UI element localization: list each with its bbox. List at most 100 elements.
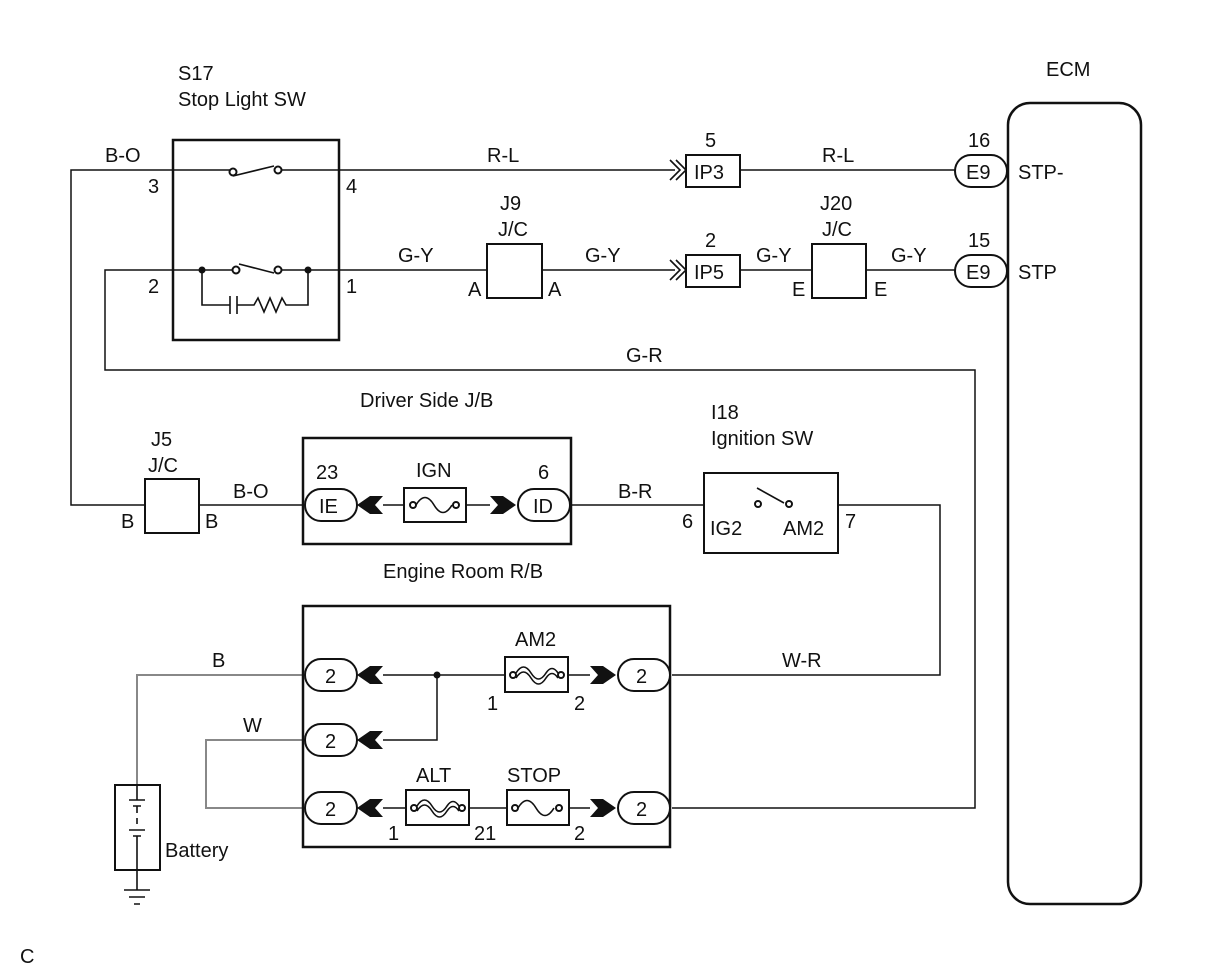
ignition-sw-name: Ignition SW (711, 428, 813, 450)
ignition-sw-code: I18 (711, 402, 739, 424)
ip5-pin: 2 (705, 230, 716, 252)
j5-box (144, 478, 200, 534)
connector-arrow-icon (490, 496, 516, 514)
wire-label-w: W (243, 715, 262, 737)
sw-pin-3: 3 (148, 176, 159, 198)
id-connector (517, 488, 571, 522)
connector-e9-top: 16 E9 (954, 130, 1008, 188)
wire-label-b-o-top: B-O (105, 145, 141, 167)
wire-label-b-r: B-R (618, 481, 652, 503)
wire-label-g-y-1: G-Y (398, 245, 434, 267)
switch-contact-icon (273, 165, 283, 175)
ip5-name: IP5 (694, 262, 724, 284)
j20-type: J/C (822, 219, 852, 241)
e9-bottom-pin: 15 (968, 230, 990, 252)
rb-conn-pin: 2 (636, 799, 647, 821)
ignition-sw-box (703, 472, 839, 554)
id-name: ID (533, 496, 553, 518)
id-pin: 6 (538, 462, 549, 484)
wire-w-loop (205, 739, 305, 809)
engine-rb-box (301, 604, 672, 849)
ip3-pin: 5 (705, 130, 716, 152)
am2-fuse-pin1: 1 (487, 693, 498, 715)
driver-jb-box (301, 436, 573, 546)
stop-light-switch: S17 Stop Light SW 3 4 2 1 (148, 63, 357, 342)
ip3-box (685, 154, 741, 188)
ignition-pin-right: 7 (845, 511, 856, 533)
wire-label-g-r: G-R (626, 345, 663, 367)
alt-fuse-label: ALT (416, 765, 451, 787)
connector-arrow-icon (357, 666, 383, 684)
wire-label-g-y-3: G-Y (756, 245, 792, 267)
ip3-name: IP3 (694, 162, 724, 184)
j5-type: J/C (148, 455, 178, 477)
fusible-link-icon (416, 799, 460, 818)
stop-light-sw-box (171, 138, 341, 342)
j20-pin-left: E (792, 279, 805, 301)
sw-pin-2: 2 (148, 276, 159, 298)
wire-label-b-o-mid: B-O (233, 481, 269, 503)
connector-arrow-icon (590, 799, 616, 817)
wire-b-o-left (70, 169, 173, 506)
ecm-pin-stp-minus: STP- (1018, 162, 1064, 184)
e9-top-name: E9 (966, 162, 990, 184)
ig2-label: IG2 (710, 518, 742, 540)
j9-pin-right: A (548, 279, 562, 301)
wire-label-g-y-2: G-Y (585, 245, 621, 267)
connector-arrow-icon (357, 731, 383, 749)
am2-fuse-pin2: 2 (574, 693, 585, 715)
connector-ip3: 5 IP3 (669, 130, 741, 188)
alt-stop-pins: 21 (474, 823, 496, 845)
fuse-icon (517, 799, 555, 817)
ie-pin: 23 (316, 462, 338, 484)
stop-light-sw-code: S17 (178, 63, 214, 85)
e9-top-pin: 16 (968, 130, 990, 152)
wire-label-w-r: W-R (782, 650, 822, 672)
rb-connector (617, 791, 671, 825)
ecm-name: ECM (1046, 59, 1090, 81)
ecm-box (1006, 101, 1143, 906)
switch-contact-icon (231, 265, 241, 275)
corner-label: C (20, 946, 34, 968)
switch-contact-icon (785, 500, 793, 508)
rb-conn-pin: 2 (636, 666, 647, 688)
ign-fuse-label: IGN (416, 460, 452, 482)
am2-fuse-label: AM2 (515, 629, 556, 651)
junction-j20: J20 J/C E E (792, 193, 887, 301)
junction-j9: J9 J/C A A (468, 193, 562, 301)
connector-arrow-icon (357, 496, 383, 514)
wire-label-r-l-2: R-L (822, 145, 854, 167)
j9-type: J/C (498, 219, 528, 241)
capacitor-resistor-icon (201, 270, 309, 315)
switch-contact-icon (228, 167, 238, 177)
wire-label-g-y-4: G-Y (891, 245, 927, 267)
j9-code: J9 (500, 193, 521, 215)
j20-box (811, 243, 867, 299)
battery-label: Battery (165, 840, 228, 862)
alt-fuse-pin1: 1 (388, 823, 399, 845)
ecm-pin-stp: STP (1018, 262, 1057, 284)
ecm: ECM STP- STP (1006, 59, 1143, 906)
j20-code: J20 (820, 193, 852, 215)
wire-label-b: B (212, 650, 225, 672)
rb-conn-pin: 2 (325, 731, 336, 753)
engine-room-rb: Engine Room R/B 2 AM2 2 1 2 2 2 ALT (301, 561, 672, 849)
ignition-switch: I18 Ignition SW IG2 AM2 6 7 (682, 402, 856, 554)
switch-contact-icon (754, 500, 762, 508)
sw-pin-4: 4 (346, 176, 357, 198)
wire-b-battery (136, 674, 305, 785)
junction-j5: J5 J/C B B (121, 429, 218, 534)
fusible-link-icon (515, 666, 559, 685)
wires (70, 169, 976, 809)
ground-icon (124, 870, 150, 905)
stop-light-sw-name: Stop Light SW (178, 89, 306, 111)
rb-conn-pin: 2 (325, 799, 336, 821)
wire-w-r (672, 504, 941, 676)
connector-e9-bottom: 15 E9 (954, 230, 1008, 288)
connector-arrow-icon (590, 666, 616, 684)
ip5-box (685, 254, 741, 288)
j20-pin-right: E (874, 279, 887, 301)
fuse-icon (415, 496, 453, 514)
ignition-pin-left: 6 (682, 511, 693, 533)
driver-side-jb: Driver Side J/B 23 IE IGN 6 ID (301, 390, 573, 546)
